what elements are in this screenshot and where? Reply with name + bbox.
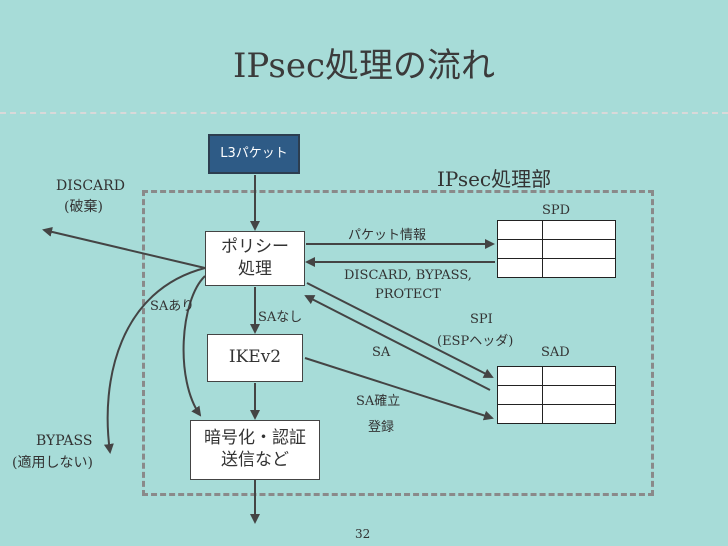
arrow-sa-return — [304, 295, 491, 391]
sa-present-label: SAあり — [150, 299, 195, 314]
sa-established-label: SA確立 — [356, 394, 401, 409]
page-number: 32 — [355, 527, 371, 541]
arrow-sa-present — [182, 275, 206, 417]
slide-title: IPsec処理の流れ — [232, 46, 495, 86]
ikev2-box: IKEv2 — [207, 334, 303, 382]
policy-processing-box: ポリシー 処理 — [205, 231, 305, 286]
crypto-box: 暗号化・認証 送信など — [190, 420, 320, 480]
sa-label: SA — [372, 345, 391, 360]
packet-info-label: パケット情報 — [348, 228, 427, 243]
protect-label: PROTECT — [375, 287, 441, 302]
ipsec-section-label: IPsec処理部 — [437, 167, 552, 191]
spi-sub-label: (ESPヘッダ) — [437, 334, 514, 349]
crypto-box-line1: 暗号化・認証 — [204, 428, 306, 448]
policy-box-line1: ポリシー — [221, 237, 289, 257]
sad-label: SAD — [541, 345, 570, 360]
arrow-sa-register — [304, 357, 494, 421]
arrow-spi — [306, 282, 494, 378]
crypto-box-line2: 送信など — [221, 450, 289, 470]
ipsec-processing-region — [142, 190, 654, 496]
register-label: 登録 — [368, 420, 395, 435]
discard-label: DISCARD — [56, 178, 125, 194]
sa-absent-label: SAなし — [258, 310, 303, 325]
discard-sub-label: (破棄) — [64, 199, 103, 215]
arrow-to-bypass — [103, 267, 206, 454]
spi-label: SPI — [470, 312, 493, 327]
bypass-label: BYPASS — [36, 433, 93, 449]
l3-packet-box: L3パケット — [208, 134, 300, 174]
bypass-sub-label: (適用しない) — [12, 455, 93, 471]
policy-box-line2: 処理 — [238, 259, 272, 279]
sad-table — [497, 366, 616, 424]
title-divider — [0, 112, 728, 114]
decision-label: DISCARD, BYPASS, — [344, 268, 472, 283]
arrow-to-discard — [42, 226, 206, 269]
spd-table — [497, 220, 616, 278]
spd-label: SPD — [542, 203, 571, 218]
